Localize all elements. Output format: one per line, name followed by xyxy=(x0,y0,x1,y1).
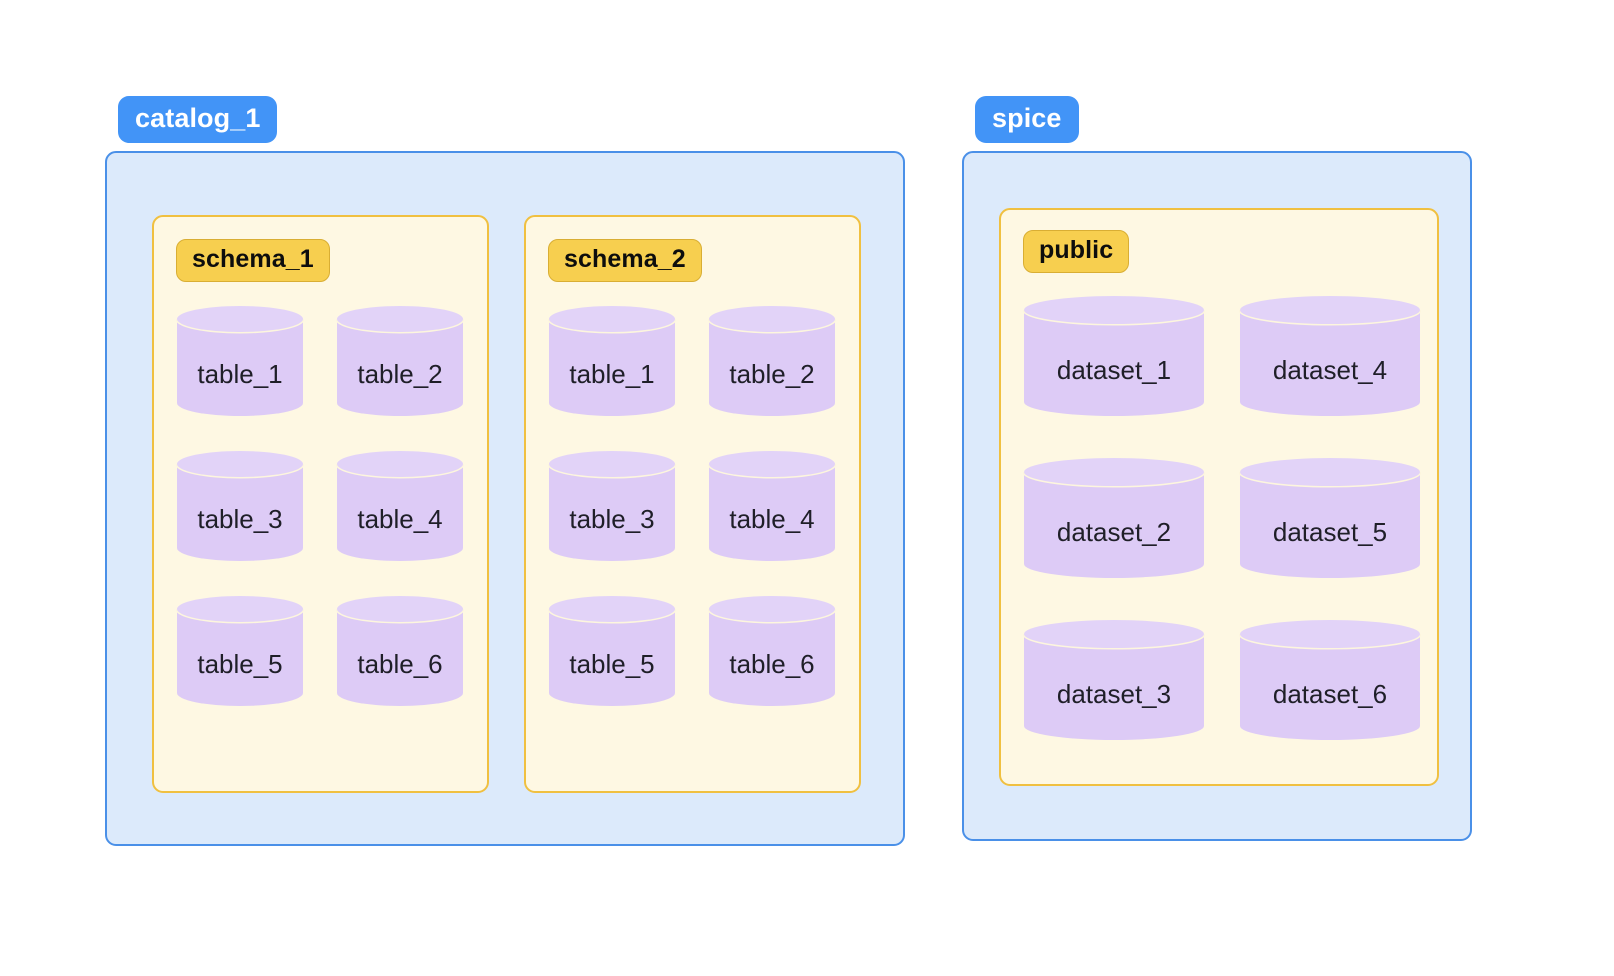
database-cylinder-icon[interactable]: dataset_6 xyxy=(1239,619,1421,741)
database-cylinder-icon[interactable]: table_4 xyxy=(336,450,464,562)
database-cylinder-icon[interactable]: dataset_3 xyxy=(1023,619,1205,741)
catalog-label[interactable]: catalog_1 xyxy=(118,96,278,143)
schema-label[interactable]: schema_1 xyxy=(176,239,330,282)
database-cylinder-icon[interactable]: table_5 xyxy=(548,595,676,707)
database-cylinder-icon[interactable]: dataset_1 xyxy=(1023,295,1205,417)
database-cylinder-icon[interactable]: table_1 xyxy=(176,305,304,417)
database-object-grid: table_1 table_2 table_3 table_4 table_5 table… xyxy=(548,305,859,707)
database-cylinder-icon[interactable]: dataset_2 xyxy=(1023,457,1205,579)
database-cylinder-icon[interactable]: table_3 xyxy=(176,450,304,562)
database-cylinder-icon[interactable]: dataset_5 xyxy=(1239,457,1421,579)
database-cylinder-icon[interactable]: table_5 xyxy=(176,595,304,707)
database-cylinder-icon[interactable]: table_6 xyxy=(708,595,836,707)
catalog-label[interactable]: spice xyxy=(975,96,1079,143)
database-cylinder-icon[interactable]: table_1 xyxy=(548,305,676,417)
database-object-grid: table_1 table_2 table_3 table_4 table_5 table… xyxy=(176,305,487,707)
database-cylinder-icon[interactable]: table_6 xyxy=(336,595,464,707)
schema-label[interactable]: schema_2 xyxy=(548,239,702,282)
database-cylinder-icon[interactable]: table_3 xyxy=(548,450,676,562)
database-cylinder-icon[interactable]: table_4 xyxy=(708,450,836,562)
schema-label[interactable]: public xyxy=(1023,230,1130,273)
database-cylinder-icon[interactable]: dataset_4 xyxy=(1239,295,1421,417)
database-cylinder-icon[interactable]: table_2 xyxy=(708,305,836,417)
database-cylinder-icon[interactable]: table_2 xyxy=(336,305,464,417)
